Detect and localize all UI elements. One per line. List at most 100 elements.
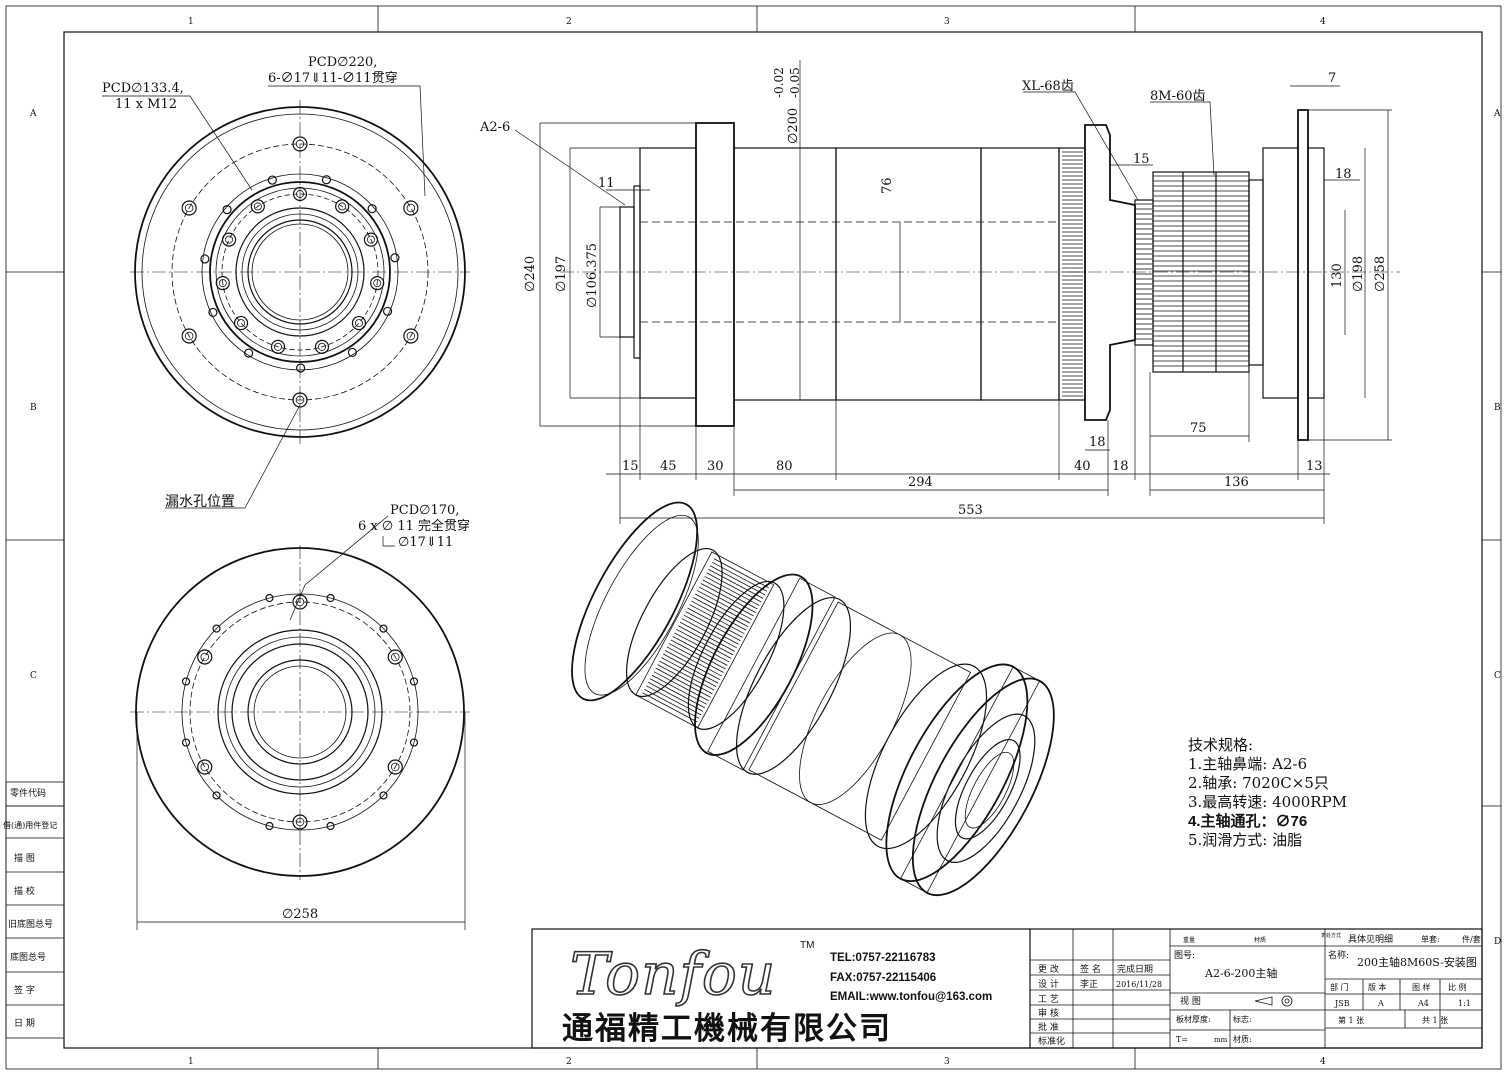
thread-hole — [250, 199, 265, 214]
thread-hole — [292, 186, 308, 202]
bolt-hole — [391, 652, 400, 662]
scale-label: 比 例 — [1448, 982, 1467, 992]
bolt-hole — [387, 649, 403, 665]
size-label: 图 样 — [1412, 982, 1431, 992]
rear-small-holes — [181, 593, 419, 831]
row-review: 审 核 — [1038, 1007, 1059, 1019]
zone-col-3-top: 3 — [944, 17, 950, 27]
dim-18-bottom: 18 — [1112, 459, 1129, 474]
dim-dia-197: ∅197 — [554, 256, 569, 292]
label-pcd-220: PCD∅220, — [308, 55, 377, 70]
contact-tel: TEL:0757-22116783 — [830, 952, 936, 964]
bolt-hole — [197, 649, 213, 665]
outer-bolt-holes — [181, 136, 419, 408]
dim-45: 45 — [660, 459, 677, 474]
tol-lower: -0.05 — [788, 67, 802, 98]
col-sign: 签 名 — [1080, 963, 1101, 975]
bolt-hole — [184, 203, 194, 213]
bolt-hole — [295, 817, 305, 827]
bolt-hole — [292, 392, 308, 408]
thread-hole — [296, 190, 304, 198]
bolt-hole — [391, 762, 400, 772]
bolt-hole — [406, 203, 416, 213]
label-a2-6: A2-6 — [479, 120, 510, 135]
size-value: A4 — [1417, 999, 1429, 1008]
strip-trace-check: 描 校 — [14, 885, 35, 897]
inner-hole — [222, 204, 232, 215]
small-hole — [265, 821, 274, 831]
label-pcd-133: PCD∅133.4, — [102, 81, 184, 96]
thread-hole — [318, 342, 326, 351]
bolt-hole — [403, 328, 419, 344]
small-hole — [379, 624, 388, 633]
zone-col-3-bottom: 3 — [944, 1057, 950, 1067]
plate-thickness-label: 板材厚度: — [1176, 1014, 1211, 1024]
inner-hole — [244, 348, 254, 358]
company-name: 通福精工機械有限公司 — [562, 1011, 892, 1047]
thread-hole — [225, 235, 234, 244]
inner-hole — [321, 175, 332, 185]
side-view: A2-6 XL-68齿 8M-60齿 7 15 18 11 ∅240 ∅197 … — [479, 60, 1400, 524]
scale-value: 1:1 — [1458, 999, 1471, 1008]
dim-dia-106: ∅106.375 — [585, 243, 600, 308]
row-standard: 标准化 — [1038, 1035, 1065, 1047]
tol-upper: -0.02 — [772, 67, 786, 98]
inner-hole — [367, 204, 377, 214]
total-sheets: 共 1 张 — [1422, 1016, 1448, 1025]
row-change: 更 改 — [1038, 963, 1059, 975]
drawing-no-label: 图号: — [1174, 950, 1195, 961]
dim-dia-198: ∅198 — [1351, 256, 1366, 292]
rear-view: ∅258 PCD∅170, 6 x ∅ 11 完全贯穿 ∅17⇓11 — [130, 503, 470, 930]
tonfou-logo: Tonfou — [569, 939, 777, 1009]
small-hole — [326, 821, 335, 831]
dim-15: 15 — [622, 459, 639, 474]
dim-dia-240: ∅240 — [523, 256, 538, 292]
locknut-thread — [1058, 147, 1086, 401]
spec-item-nose: 1.主轴鼻端: A2-6 — [1188, 755, 1308, 773]
inner-hole — [382, 306, 393, 316]
label-counterbore-17: ∅17⇓11 — [398, 535, 453, 550]
thread-hole — [314, 339, 330, 354]
body-section-2 — [835, 147, 982, 401]
bolt-hole — [197, 759, 213, 775]
zone-row-b-right: B — [1494, 403, 1501, 413]
bolt-hole — [292, 814, 308, 830]
dim-18-lower: 18 — [1089, 435, 1106, 450]
inner-hole — [267, 175, 277, 185]
spec-item-speed: 3.最高转速: 4000RPM — [1188, 793, 1348, 811]
thread-hole — [237, 319, 246, 328]
hdr-surface: 表处方式 — [1321, 932, 1341, 939]
row-approve: 批 准 — [1038, 1021, 1059, 1033]
inner-hole — [200, 254, 210, 264]
dim-dia-258: ∅258 — [1373, 256, 1388, 292]
rear-housing — [1262, 147, 1299, 399]
row-design: 设 计 — [1038, 978, 1059, 990]
small-hole — [181, 738, 191, 747]
hdr-qty: 单套: — [1421, 934, 1440, 944]
label-8m-60: 8M-60齿 — [1150, 89, 1206, 104]
dept-value: JSB — [1334, 999, 1350, 1008]
thread-hole — [370, 276, 385, 291]
version-value: A — [1377, 999, 1384, 1008]
front-view-top: PCD∅133.4, 11 x M12 PCD∅220, 6-∅17⇓11-∅1… — [102, 55, 470, 510]
bolt-hole — [200, 652, 209, 662]
strip-borrow-register: 借(通)用件登记 — [3, 820, 57, 830]
zone-col-1-top: 1 — [188, 17, 194, 27]
zone-col-1-bottom: 1 — [188, 1057, 194, 1067]
zone-row-a-left: A — [29, 109, 37, 119]
bolt-hole — [200, 762, 209, 772]
dim-bore-76: 76 — [880, 177, 895, 194]
inner-hole — [296, 363, 306, 373]
m12-thread-holes — [215, 186, 385, 354]
label-holes-17: 6-∅17⇓11-∅11贯穿 — [268, 70, 398, 86]
rear-dia-258: ∅258 — [282, 907, 318, 922]
bolt-hole — [403, 200, 419, 216]
thread-hole — [366, 235, 375, 244]
name-label: 名称: — [1328, 949, 1349, 961]
label-6x11-through: 6 x ∅ 11 完全贯穿 — [358, 518, 470, 534]
dim-30: 30 — [707, 459, 724, 474]
inner-hole — [347, 347, 358, 358]
view-label: 视 图 — [1180, 995, 1201, 1007]
dim-553: 553 — [958, 503, 983, 518]
body-section-3 — [980, 147, 1060, 401]
